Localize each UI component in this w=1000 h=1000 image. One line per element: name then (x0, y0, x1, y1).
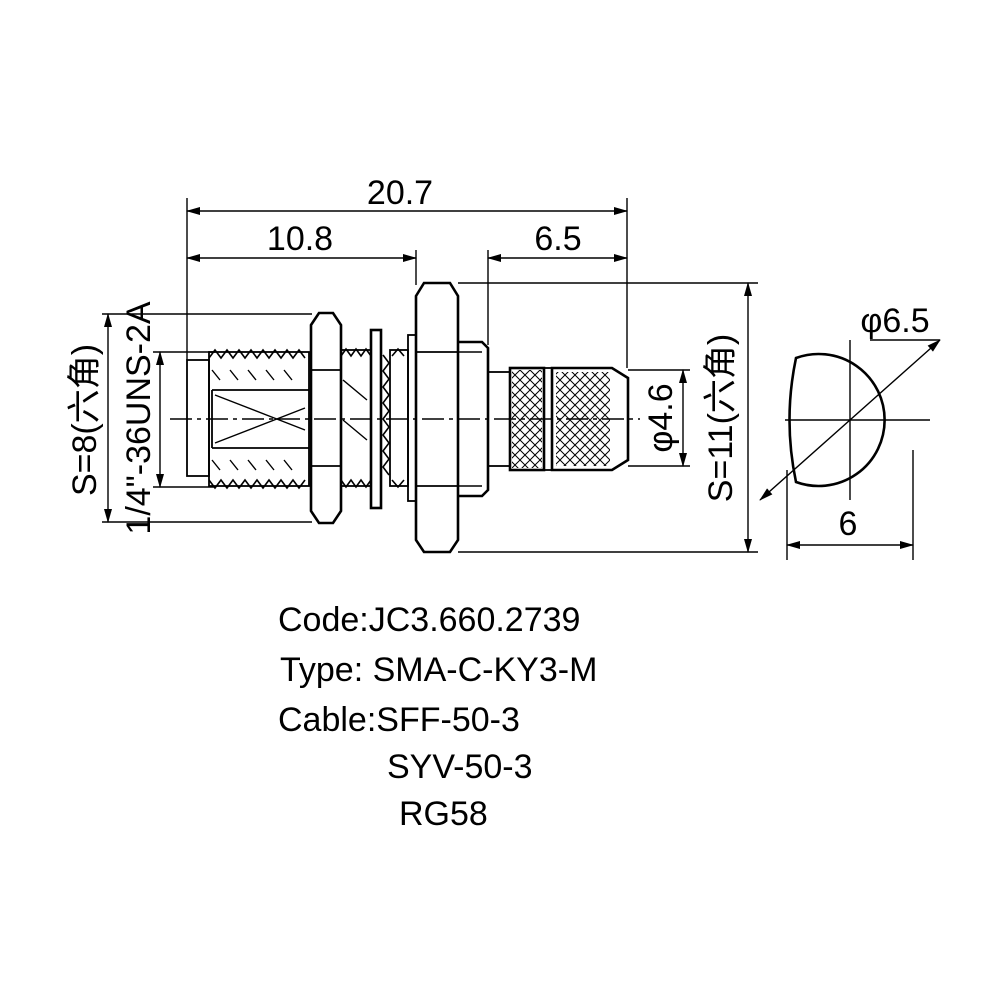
hex-large-label: S=11(六角) (702, 334, 740, 502)
dim-crimp-diameter: φ4.6 (642, 383, 680, 452)
dim-crimp-length: 6.5 (534, 220, 581, 258)
cable-text-1: Cable:SFF-50-3 (278, 701, 520, 739)
dim-flat-width: 6 (839, 505, 858, 543)
hex-small-label: S=8(六角) (66, 344, 104, 496)
dim-flat-diameter: φ6.5 (860, 302, 929, 340)
cable-text-2: SYV-50-3 (387, 748, 533, 786)
dimension-lines (104, 207, 914, 553)
thread-spec-label: 1/4"-36UNS-2A (120, 301, 158, 534)
connector-body (186, 281, 630, 554)
code-text: Code:JC3.660.2739 (278, 601, 581, 639)
end-view (759, 339, 941, 501)
type-text: Type: SMA-C-KY3-M (280, 651, 598, 689)
cable-text-3: RG58 (399, 795, 488, 833)
dim-overall-length: 20.7 (367, 174, 433, 212)
dim-thread-length: 10.8 (267, 220, 333, 258)
